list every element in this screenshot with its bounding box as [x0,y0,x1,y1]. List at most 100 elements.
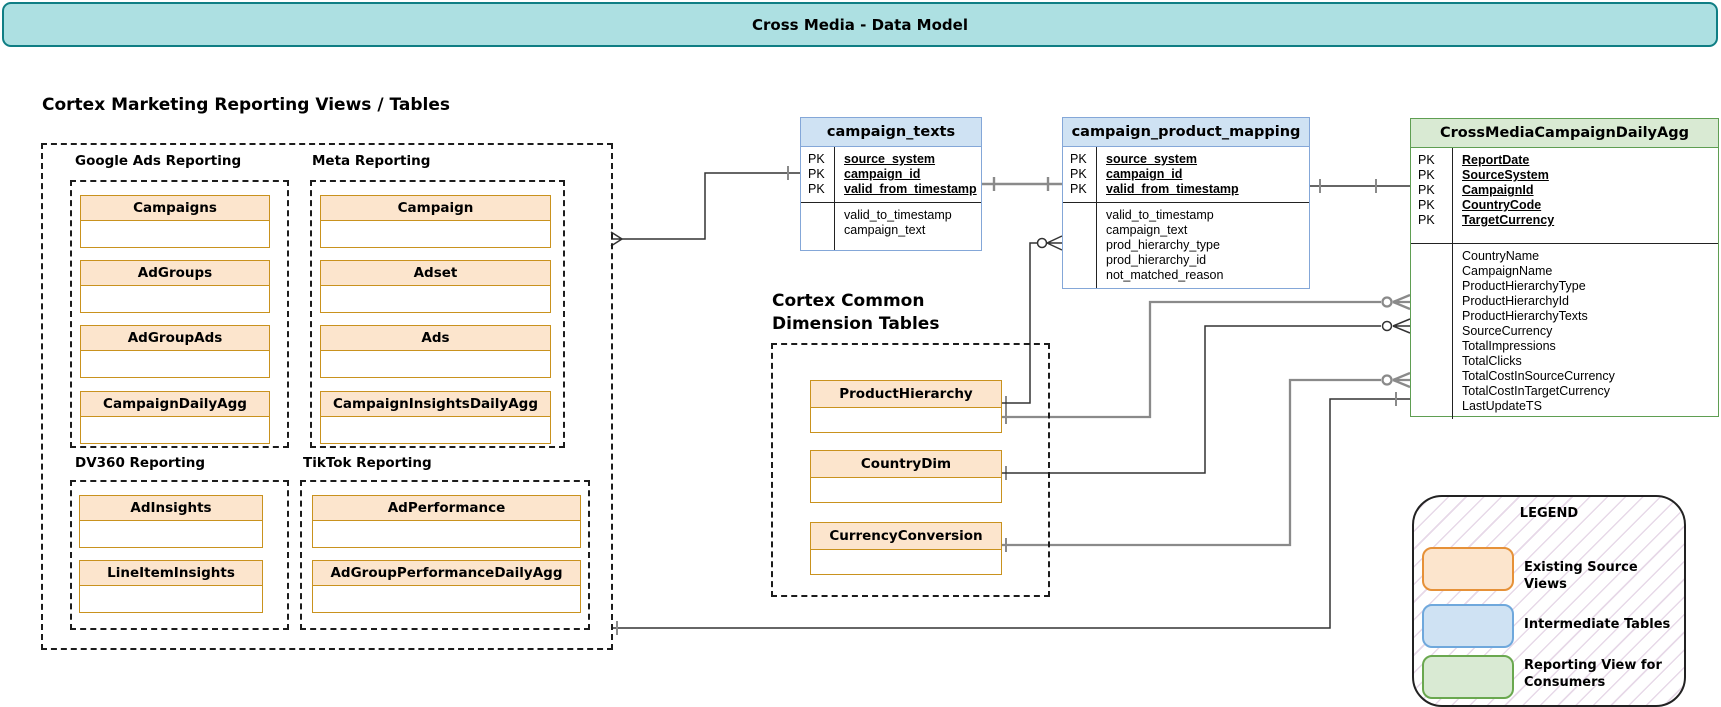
table-body [312,586,581,613]
legend-title: LEGEND [1519,506,1579,521]
tiktok-group-box [300,480,590,630]
table-body [810,478,1002,503]
table-title: AdGroups [80,260,270,286]
legend-swatch-intermediate-tables [1422,604,1514,648]
table-title: AdPerformance [312,495,581,521]
pk-label: PK [808,167,825,181]
dimension-table-currencyconversion: CurrencyConversion [810,522,1002,575]
pk-label: PK [1070,182,1087,196]
legend-swatch-existing-source-views [1422,547,1514,591]
entity-title: campaign_texts [801,118,981,147]
dimension-group-box [771,343,1050,597]
source-table-adperformance: AdPerformance [312,495,581,548]
pk-label: PK [808,182,825,196]
pk-column: PK PK PK PK PK [1411,148,1453,243]
table-body [320,417,551,444]
field: ProductHierarchyId [1462,294,1569,308]
field: CampaignId [1462,183,1534,197]
legend-label: Intermediate Tables [1524,617,1671,632]
dimension-table-countrydim: CountryDim [810,450,1002,503]
legend-label: Existing Source Views [1524,560,1638,592]
diagram-title: Cross Media - Data Model [752,15,968,34]
source-table-lineiteminsights: LineItemInsights [79,560,263,613]
field: prod_hierarchy_type [1106,238,1220,252]
group-label-meta: Meta Reporting [312,153,431,169]
table-body [79,586,263,613]
field: prod_hierarchy_id [1106,253,1207,267]
field: TotalClicks [1462,354,1522,368]
table-title: Campaigns [80,195,270,221]
field: campaign_text [1106,223,1188,237]
field: campaign_text [844,223,926,237]
source-table-campaigns: Campaigns [80,195,270,248]
pk-column-empty [801,203,835,250]
field: ProductHierarchyTexts [1462,309,1588,323]
field: not_matched_reason [1106,268,1224,282]
fields: CountryName CampaignName ProductHierarch… [1453,244,1718,419]
entity-crossmedia-campaign-daily-agg: CrossMediaCampaignDailyAgg PK PK PK PK P… [1410,118,1719,419]
pk-column: PK PK PK [1063,147,1097,202]
pk-label: PK [1418,168,1435,182]
table-body [312,521,581,548]
source-table-adgroups: AdGroups [80,260,270,313]
field: campaign_id [1106,167,1183,181]
table-title: CampaignInsightsDailyAgg [320,391,551,417]
pk-column: PK PK PK [801,147,835,202]
entity-field-section: CountryName CampaignName ProductHierarch… [1411,243,1718,419]
left-section-title: Cortex Marketing Reporting Views / Table… [42,95,450,115]
entity-field-section: valid_to_timestamp campaign_text [801,202,981,250]
fields: valid_to_timestamp campaign_text prod_hi… [1097,203,1309,288]
dimension-section-title: Cortex Common Dimension Tables [772,290,939,336]
field: source_system [1106,152,1198,166]
field: TotalCostInTargetCurrency [1462,384,1610,398]
table-title: Campaign [320,195,551,221]
source-table-adgroupads: AdGroupAds [80,325,270,378]
legend-label: Reporting View for Consumers [1524,658,1662,690]
field: valid_to_timestamp [1106,208,1214,222]
pk-label: PK [1418,153,1435,167]
pk-label: PK [1418,198,1435,212]
field: ProductHierarchyType [1462,279,1586,293]
table-body [80,417,270,444]
entity-pk-section: PK PK PK source_system campaign_id valid… [801,147,981,202]
source-table-ads: Ads [320,325,551,378]
pk-label: PK [1070,152,1087,166]
table-title: AdGroupPerformanceDailyAgg [312,560,581,586]
table-title: Ads [320,325,551,351]
table-body [79,521,263,548]
source-table-adset: Adset [320,260,551,313]
field: valid_from_timestamp [1106,182,1239,196]
table-title: LineItemInsights [79,560,263,586]
group-label-google-ads: Google Ads Reporting [75,153,242,169]
source-table-adgroupperformancedailyagg: AdGroupPerformanceDailyAgg [312,560,581,613]
table-title: CountryDim [810,450,1002,478]
entity-campaign-product-mapping: campaign_product_mapping PK PK PK source… [1062,117,1310,289]
dimension-title-line1: Cortex Common [772,291,925,311]
dimension-title-line2: Dimension Tables [772,314,940,334]
table-body [810,550,1002,575]
fields: valid_to_timestamp campaign_text [835,203,981,250]
entity-campaign-texts: campaign_texts PK PK PK source_system ca… [800,117,982,251]
table-title: Adset [320,260,551,286]
field: ReportDate [1462,153,1530,167]
source-table-campaign: Campaign [320,195,551,248]
source-table-campaigndailyagg: CampaignDailyAgg [80,391,270,444]
field: CampaignName [1462,264,1553,278]
field: campaign_id [844,167,921,181]
table-title: AdInsights [79,495,263,521]
entity-field-section: valid_to_timestamp campaign_text prod_hi… [1063,202,1309,288]
group-label-tiktok: TikTok Reporting [303,455,432,471]
source-table-adinsights: AdInsights [79,495,263,548]
table-title: AdGroupAds [80,325,270,351]
entity-title: CrossMediaCampaignDailyAgg [1411,119,1718,148]
pk-fields: ReportDate SourceSystem CampaignId Count… [1453,148,1718,243]
pk-fields: source_system campaign_id valid_from_tim… [1097,147,1309,202]
pk-column-empty [1411,244,1453,419]
field: source_system [844,152,936,166]
pk-label: PK [1070,167,1087,181]
field: TotalCostInSourceCurrency [1462,369,1615,383]
source-table-campaigninsightsdailyagg: CampaignInsightsDailyAgg [320,391,551,444]
table-title: CurrencyConversion [810,522,1002,550]
